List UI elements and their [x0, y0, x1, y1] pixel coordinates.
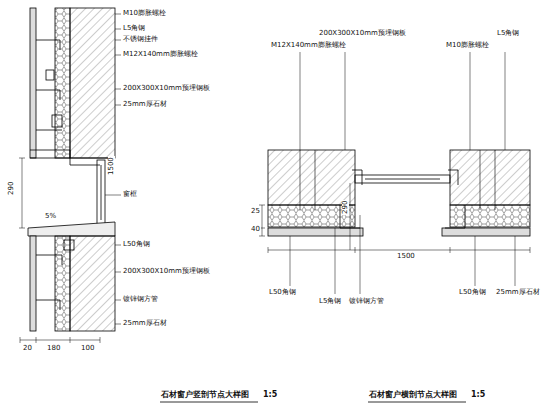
callout-label: M12X140mm膨胀螺栓	[270, 42, 347, 49]
callout-label: 不锈钢挂件	[122, 36, 159, 43]
callout-label: L5角钢	[122, 25, 146, 32]
dimension-text: 40	[250, 226, 261, 233]
callout-label: L50角钢	[458, 289, 487, 296]
dimension-text: 100	[80, 345, 95, 352]
dimension-text: 20	[22, 345, 33, 352]
glass	[365, 179, 440, 180]
drawing-title: 石材窗户竖剖节点大样图	[160, 391, 250, 399]
leader-line	[105, 14, 121, 324]
bolt	[300, 150, 495, 210]
concrete-wall	[450, 150, 530, 205]
dimension-text: 290	[342, 200, 349, 215]
callout-label: 窗框	[122, 191, 138, 198]
callout-label: L50角钢	[268, 289, 297, 296]
window-frame	[355, 175, 450, 183]
callout-label: 200X300X10mm预埋钢板	[122, 85, 211, 92]
window-frame	[97, 160, 105, 225]
drawing-title: 石材窗户横剖节点大样图	[368, 391, 458, 399]
anchor	[52, 115, 62, 127]
callout-label: L5角钢	[318, 298, 342, 305]
dimension-text: 1500	[108, 156, 115, 176]
insulation	[55, 8, 70, 158]
anchor	[46, 70, 54, 80]
dimension-line	[19, 158, 100, 343]
callout-label: M10膨胀螺栓	[445, 42, 490, 49]
stone-panel	[30, 8, 36, 158]
callout-label: L5角钢	[496, 30, 520, 37]
stone-panel	[268, 228, 363, 236]
dimension-text: 25	[250, 208, 261, 215]
concrete-wall	[70, 236, 115, 331]
scale-text: 1:5	[262, 391, 278, 399]
sill-stone	[28, 222, 115, 236]
concrete-wall	[70, 8, 115, 158]
insulation	[450, 205, 530, 227]
anchor	[64, 240, 74, 250]
title-underline	[160, 402, 466, 403]
callout-label: 25mm厚石材	[122, 101, 168, 108]
dimension-text: 180	[46, 345, 61, 352]
callout-label: 25mm厚石材	[495, 289, 541, 296]
callout-label: 200X300X10mm预埋钢板	[122, 268, 211, 275]
dimension-text: 1500	[396, 253, 416, 260]
callout-label: 镀锌钢方管	[348, 298, 385, 305]
concrete-wall	[268, 150, 355, 205]
dimension-line	[259, 183, 530, 253]
steel-bracket	[36, 255, 62, 310]
callout-label: M12X140mm膨胀螺栓	[122, 51, 199, 58]
callout-label: 25mm厚石材	[122, 320, 168, 327]
callout-label: M10膨胀螺栓	[122, 10, 167, 17]
dimension-text: 290	[8, 181, 15, 196]
callout-label: 200X300X10mm预埋钢板	[318, 30, 407, 37]
leader-line	[290, 52, 515, 294]
callout-label: L50角钢	[122, 241, 151, 248]
scale-text: 1:5	[470, 391, 486, 399]
steel-bracket	[36, 40, 62, 130]
dimension-text: 5%	[44, 213, 57, 220]
head-flashing	[30, 150, 115, 165]
glass	[101, 165, 102, 220]
stone-panel	[442, 228, 530, 236]
callout-label: 镀锌钢方管	[122, 296, 159, 303]
stone-panel	[30, 236, 36, 331]
steel-bracket	[340, 170, 465, 228]
